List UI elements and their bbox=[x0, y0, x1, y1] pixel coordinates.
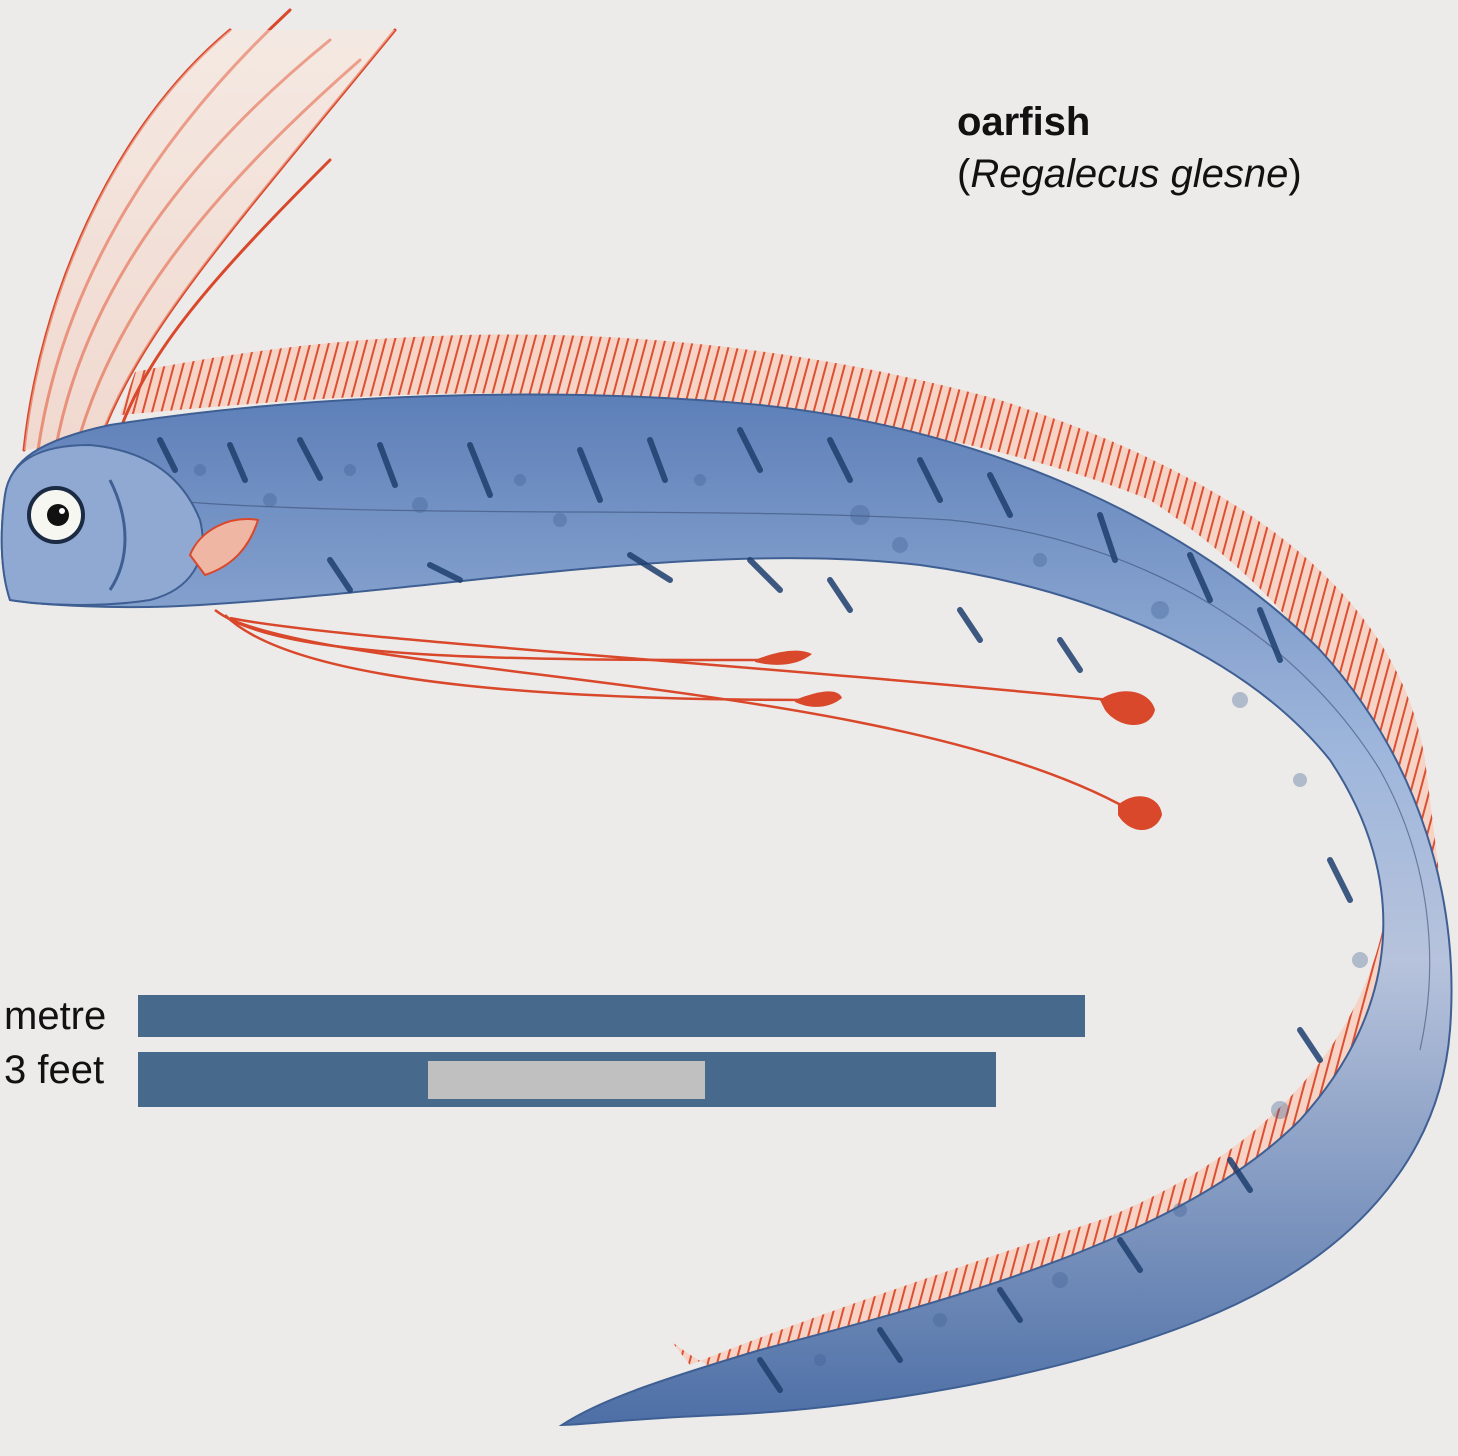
scientific-name: Regalecus glesne bbox=[970, 152, 1289, 196]
pelvic-filament-tips bbox=[755, 650, 1162, 830]
pectoral-fin bbox=[188, 518, 260, 577]
head-crest-membrane bbox=[24, 30, 395, 450]
common-name: oarfish bbox=[957, 100, 1091, 144]
pelvic-filaments bbox=[214, 609, 1131, 812]
body-stripes bbox=[157, 427, 1353, 1393]
feet-scale-segment bbox=[428, 1061, 705, 1099]
fish-head bbox=[0, 443, 204, 606]
close-paren: ) bbox=[1288, 152, 1302, 196]
scientific-name-line: (Regalecus glesne) bbox=[957, 148, 1302, 200]
feet-scale-label: 3 feet bbox=[4, 1048, 105, 1092]
species-title: oarfish (Regalecus glesne) bbox=[957, 96, 1302, 200]
metre-scale-bar bbox=[138, 995, 1085, 1037]
open-paren: ( bbox=[957, 152, 971, 196]
eye-icon bbox=[27, 486, 85, 544]
metre-scale-label: metre bbox=[4, 994, 107, 1038]
body-spots bbox=[194, 464, 1368, 1366]
feet-scale-bar bbox=[138, 1052, 996, 1107]
